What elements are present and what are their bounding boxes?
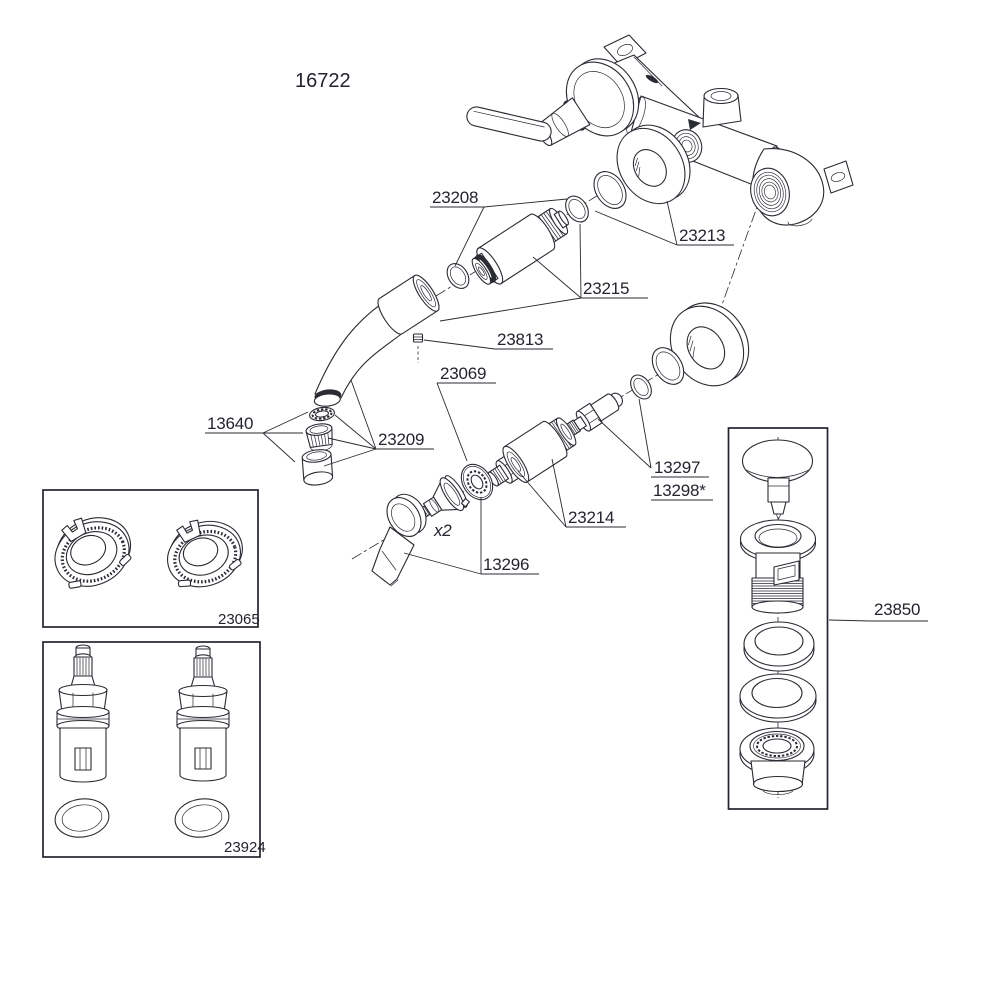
lower-escutcheon — [669, 302, 750, 387]
callout-leaders — [205, 198, 928, 622]
drain-locknut — [739, 727, 815, 795]
upper-cartridge — [471, 207, 569, 285]
part-label-23065: 23065 — [218, 611, 260, 628]
part-label-23924: 23924 — [224, 839, 266, 856]
part-label-13640: 13640 — [207, 414, 253, 433]
spout-set-screw — [412, 333, 424, 343]
valve-sleeve — [487, 417, 577, 487]
popup-plug — [741, 439, 814, 520]
part-label-23850: 23850 — [874, 600, 920, 619]
lower-small-oring — [630, 374, 652, 400]
quantity-label-x2: x2 — [433, 521, 452, 540]
lock-washer — [460, 463, 494, 501]
lower-large-oring — [651, 347, 685, 385]
upper-large-oring — [593, 171, 627, 209]
installed-handle-assembly — [466, 58, 640, 147]
part-label-13296: 13296 — [483, 555, 529, 574]
aerator-insert — [305, 423, 333, 452]
drain-flange-body — [739, 519, 817, 614]
cap-right — [167, 519, 243, 588]
upper-small-oring — [565, 195, 589, 223]
part-label-23213: 23213 — [679, 226, 725, 245]
aerator-oring — [309, 406, 335, 422]
upper-escutcheon — [616, 124, 691, 205]
aerator-sleeve — [301, 449, 334, 486]
compression-cartridge-left — [54, 644, 110, 838]
drain-washer-1 — [743, 621, 815, 672]
part-label-23069: 23069 — [440, 364, 486, 383]
part-label-13297: 13297 — [654, 458, 700, 477]
part-label-23208: 23208 — [432, 188, 478, 207]
spout — [313, 274, 440, 407]
part-label-23209: 23209 — [378, 430, 424, 449]
lever-handle — [371, 493, 427, 587]
cartridge-oring — [446, 263, 470, 289]
part-label-23215: 23215 — [583, 279, 629, 298]
drain-assembly-box — [727, 427, 829, 810]
part-label-23214: 23214 — [568, 508, 614, 527]
compression-cartridge-right — [174, 645, 230, 838]
cap-kit-box — [42, 489, 259, 628]
rough-in-body — [603, 34, 854, 227]
model-number-label: 16722 — [295, 70, 351, 92]
cap-left — [54, 517, 132, 589]
drain-washer-2 — [739, 673, 817, 723]
cartridge-kit-box — [42, 641, 261, 858]
part-label-23813: 23813 — [497, 330, 543, 349]
callout-labels: 16722 23208 23213 23215 23813 23069 1364… — [207, 70, 920, 856]
part-label-13298: 13298* — [653, 481, 706, 500]
